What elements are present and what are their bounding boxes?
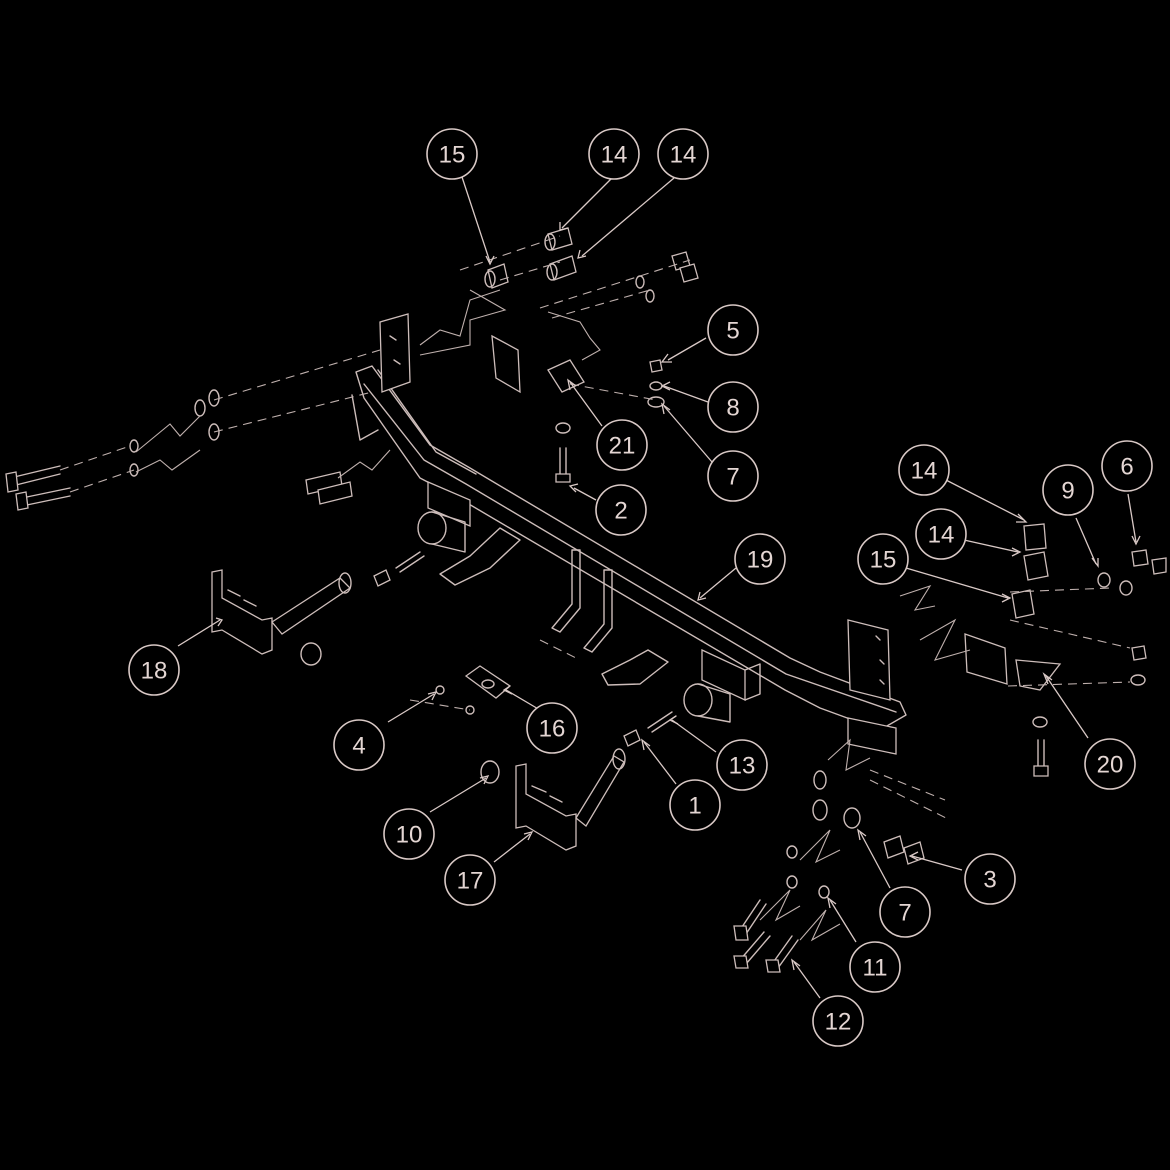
svg-text:14: 14 (601, 142, 628, 169)
callout-7-top: 7 (707, 450, 759, 502)
svg-text:10: 10 (396, 822, 423, 849)
svg-text:21: 21 (609, 433, 636, 460)
svg-text:13: 13 (729, 753, 756, 780)
callout-16: 16 (526, 702, 578, 754)
callout-11: 11 (849, 941, 901, 993)
right-mount-bracket (847, 619, 1062, 755)
callout-leaders (177, 176, 1141, 999)
spacer-sleeves-right (1011, 523, 1049, 619)
svg-text:7: 7 (726, 464, 739, 491)
callout-15-right: 15 (857, 533, 909, 585)
svg-text:15: 15 (439, 142, 466, 169)
callout-20: 20 (1084, 738, 1136, 790)
hitch-cross-tube (355, 365, 907, 731)
svg-text:15: 15 (870, 547, 897, 574)
alignment-lines (59, 235, 1131, 942)
callout-10: 10 (383, 808, 435, 860)
callout-18: 18 (128, 644, 180, 696)
callout-14-right-lower: 14 (915, 508, 967, 560)
svg-text:12: 12 (825, 1009, 852, 1036)
svg-text:14: 14 (911, 458, 938, 485)
callout-3: 3 (964, 853, 1016, 905)
callout-8: 8 (707, 381, 759, 433)
svg-text:6: 6 (1120, 454, 1133, 481)
callout-2: 2 (595, 484, 647, 536)
callout-6: 6 (1101, 440, 1153, 492)
left-mount-bracket (351, 313, 585, 441)
receiver-pin-right (480, 748, 626, 851)
callout-19: 19 (734, 533, 786, 585)
svg-text:1: 1 (688, 793, 701, 820)
callout-4: 4 (333, 719, 385, 771)
svg-text:20: 20 (1097, 752, 1124, 779)
bolts-and-washers (5, 251, 1167, 973)
callout-14-top-right: 14 (657, 128, 709, 180)
callout-17: 17 (444, 854, 496, 906)
svg-text:9: 9 (1061, 478, 1074, 505)
callout-14-top-left: 14 (588, 128, 640, 180)
svg-text:3: 3 (983, 867, 996, 894)
svg-text:2: 2 (614, 498, 627, 525)
svg-text:11: 11 (863, 955, 888, 982)
svg-text:5: 5 (726, 318, 739, 345)
callout-15-top: 15 (426, 128, 478, 180)
callout-14-right-upper: 14 (898, 444, 950, 496)
svg-text:18: 18 (141, 658, 168, 685)
callout-13: 13 (716, 739, 768, 791)
callout-9: 9 (1042, 464, 1094, 516)
svg-text:16: 16 (539, 716, 566, 743)
callout-5: 5 (707, 304, 759, 356)
svg-text:4: 4 (352, 733, 365, 760)
svg-text:8: 8 (726, 395, 739, 422)
callout-1: 1 (669, 779, 721, 831)
callout-21: 21 (596, 419, 648, 471)
callout-12: 12 (812, 995, 864, 1047)
svg-text:17: 17 (457, 868, 484, 895)
callout-7-bottom: 7 (879, 886, 931, 938)
svg-text:14: 14 (928, 522, 955, 549)
svg-text:7: 7 (898, 900, 911, 927)
svg-text:14: 14 (670, 142, 697, 169)
receiver-pin-left (211, 569, 352, 666)
svg-text:19: 19 (747, 547, 774, 574)
